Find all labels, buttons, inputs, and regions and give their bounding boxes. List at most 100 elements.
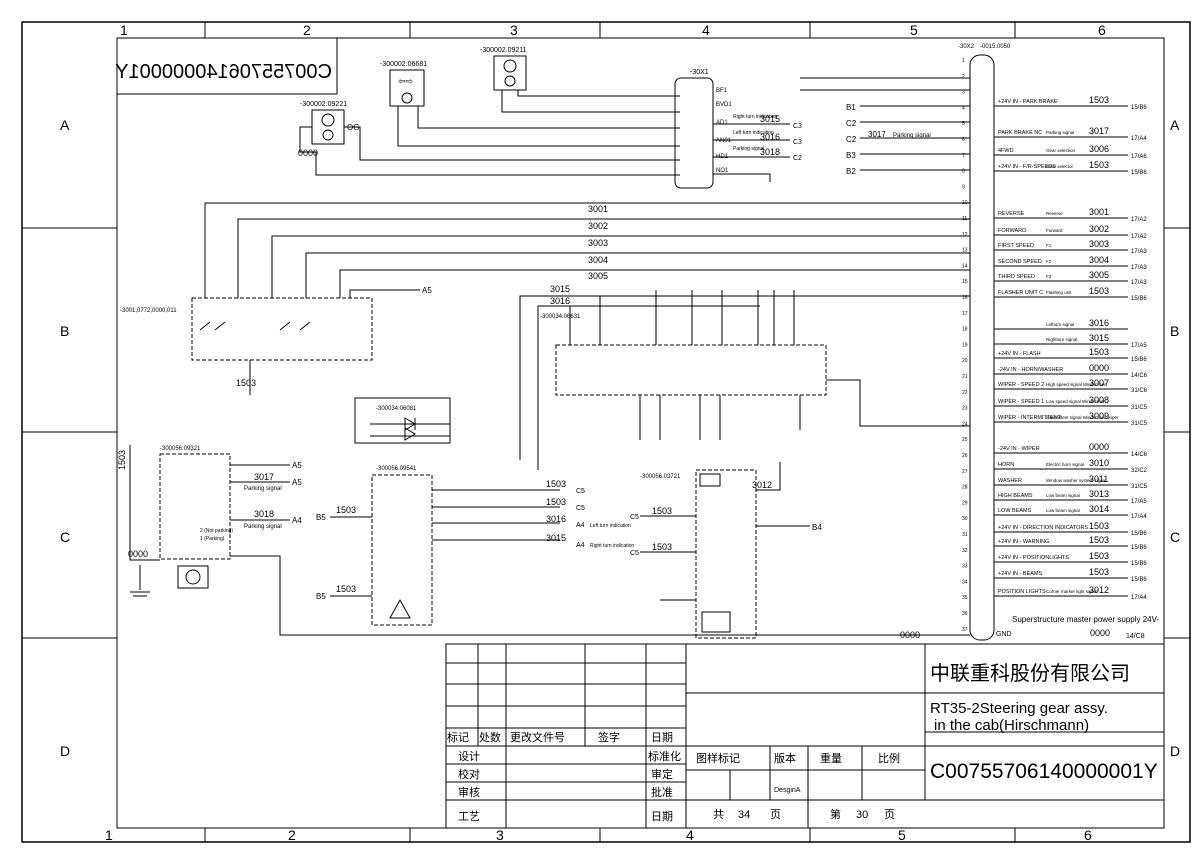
part-p6-id: -300056.03721 (640, 474, 681, 480)
rev-header-doc: 更改文件号 (510, 730, 565, 744)
x2-pin-number: 21 (962, 374, 968, 380)
col-label-6-bottom: 6 (1084, 827, 1092, 843)
x1-dest-3018: C2 (793, 155, 802, 162)
mirrored-drawing-number: C00755706140000001Y (115, 61, 332, 83)
x2-signal-dest: 17/A5 (1131, 343, 1147, 349)
title-block-lines (445, 643, 1165, 829)
bus-wires (204, 202, 970, 298)
x2-pin-number: 15 (962, 279, 968, 285)
x2-signal-label: +24V IN - F/R-SPEEDS (998, 164, 1056, 170)
col-scale: 比例 (878, 751, 900, 765)
x2-signal-wire-number: 3002 (1089, 224, 1109, 234)
x1-dest-3016: C3 (793, 139, 802, 146)
part-p6-block (695, 469, 757, 639)
col-label-1-top: 1 (120, 22, 128, 38)
x2-pin-number: 33 (962, 564, 968, 570)
lamp-p3-box (493, 55, 527, 91)
p4-indicator-box (177, 565, 209, 589)
svg-text:BVD1: BVD1 (716, 102, 732, 108)
p4-parking: 1 (Parking) (200, 536, 225, 542)
x2-signal-desc: Intermittent signal Windscreen wiper (1046, 415, 1119, 420)
ref-a4-p5: A4 (576, 522, 585, 529)
ref-a4-p4: A4 (292, 516, 302, 525)
p4-wire-3018: 3018 (254, 509, 274, 519)
x2-pin-number: 18 (962, 327, 968, 333)
svg-text:3003: 3003 (588, 238, 608, 248)
x2-signal-dest: 32/C2 (1131, 468, 1148, 474)
x2-signal-label: FLASHER UNIT C (998, 290, 1043, 296)
x2-signal-desc: Leftturn signal (1046, 322, 1074, 327)
ref-c5-p6b: C5 (630, 550, 639, 557)
x1-pin-labels: BF1 BVD1 AD1 AN01 HD1 NO1 (716, 88, 732, 174)
x2-pin-number: 22 (962, 390, 968, 396)
mirrored-number-box (116, 37, 338, 95)
drawing-title-line2: in the cab(Hirschmann) (934, 717, 1089, 734)
x2-signal-label: WIPER - SPEED 2 (998, 382, 1044, 388)
x1-wire-3018: 3018 (760, 147, 780, 157)
x2-pin-number: 8 (962, 169, 965, 175)
x2-pin-number: 31 (962, 532, 968, 538)
x2-left-refs: B1 C2 C2 3017 Parking signal B3 B2 (846, 103, 931, 176)
x2-signal-wire-number: 1503 (1089, 551, 1109, 561)
x2-signal-wire-number: 3011 (1089, 474, 1108, 484)
x2-pin-number: 32 (962, 548, 968, 554)
x2-signal-wire-number: 1503 (1089, 95, 1109, 105)
x2-signal-label: POSITION LIGHTS (998, 589, 1046, 595)
role2-ratify: 批准 (651, 785, 673, 799)
x2-signal-desc: Corner marker light signal (1046, 589, 1098, 594)
x2-pin-number: 23 (962, 406, 968, 412)
x2-pin-number: 20 (962, 358, 968, 364)
svg-text:AN01: AN01 (716, 138, 732, 144)
x2-signal-wire-number: 1503 (1089, 567, 1109, 577)
row-label-d-left: D (60, 743, 70, 759)
switch1-block (191, 297, 373, 361)
p5-wire-1503b: 1503 (336, 584, 356, 594)
x2-signal-label: +24V IN - PARK BRAKE (998, 99, 1058, 105)
x2-signal-desc: F1 (1046, 243, 1052, 248)
ref-a5-p4b: A5 (292, 478, 302, 487)
x2-signal-dest: 15/B6 (1131, 577, 1147, 583)
x2-pin-number: 16 (962, 295, 968, 301)
rev-header-sign: 签字 (598, 730, 620, 744)
connector-x1 (674, 77, 714, 189)
diode-block (354, 397, 451, 444)
x2-signal-dest: 15/B6 (1131, 561, 1147, 567)
p6-wire-3012: 3012 (752, 480, 772, 490)
switch1-contacts (199, 289, 420, 395)
x2-pin-number: 25 (962, 437, 968, 443)
x2-left-wires (800, 77, 970, 171)
x2-pin-number: 29 (962, 500, 968, 506)
role-review: 审核 (458, 785, 480, 799)
x2-signal-desc: Forward (1046, 228, 1063, 233)
x2-signal-dest: 17/A5 (1131, 499, 1147, 505)
part-p4-id: -300056.09321 (160, 446, 201, 452)
p4-parking-signal-1: Parking signal (244, 486, 282, 492)
lamp-wires (299, 90, 680, 176)
indicator-icon (503, 59, 517, 73)
total-unit: 页 (770, 809, 781, 821)
x2-signal-desc: Gear selector (1046, 164, 1074, 169)
x2-signal-dest: 17/A3 (1131, 280, 1147, 286)
part-p3-id: -300002.09211 (480, 47, 527, 54)
x2-signal-dest: 31/C5 (1131, 484, 1148, 490)
x2-signal-desc: Electric horn signal (1046, 462, 1084, 467)
svg-text:3004: 3004 (588, 255, 608, 265)
diode-symbols (370, 417, 450, 441)
part-p4-block (159, 453, 231, 560)
p4-not-parking: 2 (Not parking) (200, 528, 233, 534)
col-weight: 重量 (820, 751, 842, 765)
x2-pin-number: 13 (962, 248, 968, 254)
x2-signal-dest: 15/B6 (1131, 357, 1147, 363)
col-label-5-bottom: 5 (898, 827, 906, 843)
p4-wire-0000: 0000 (128, 549, 148, 559)
x1-wire-3016: 3016 (760, 132, 780, 142)
x2-signal-label: THIRD SPEED (998, 274, 1035, 280)
part-p5-id: -300056.09541 (376, 466, 417, 472)
x2-signal-label: FIRST SPEED (998, 243, 1034, 249)
svg-text:BF1: BF1 (716, 88, 728, 94)
x2-signal-desc: High speed signal Windscreen (1046, 382, 1107, 387)
x2-signal-label: +24V IN - DIRECTION INDICATORS (998, 525, 1088, 531)
gnd-label: GND (996, 631, 1012, 638)
